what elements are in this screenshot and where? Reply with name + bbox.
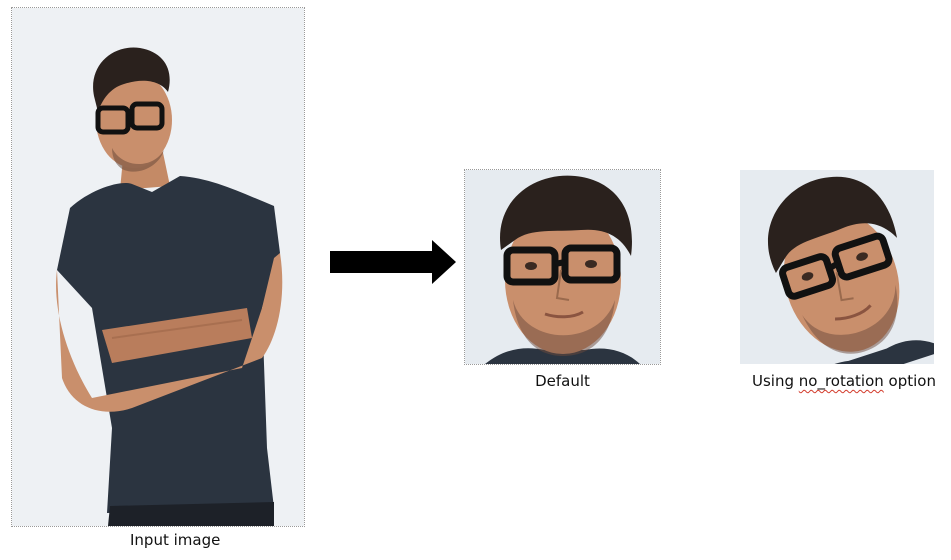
no-rotation-option-name: no_rotation	[798, 372, 884, 390]
input-image	[11, 7, 305, 527]
input-person-illustration	[12, 8, 304, 526]
default-caption: Default	[535, 372, 590, 390]
input-image-caption: Input image	[130, 531, 221, 549]
default-output-image	[464, 169, 661, 365]
no-rotation-caption: Using no_rotation option	[740, 372, 950, 390]
no-rotation-face-illustration	[740, 170, 934, 364]
no-rotation-caption-prefix: Using	[752, 372, 799, 390]
no-rotation-output-image	[740, 170, 934, 364]
right-arrow-icon	[330, 240, 456, 284]
no-rotation-caption-suffix: option	[883, 372, 936, 390]
default-face-illustration	[465, 170, 660, 364]
